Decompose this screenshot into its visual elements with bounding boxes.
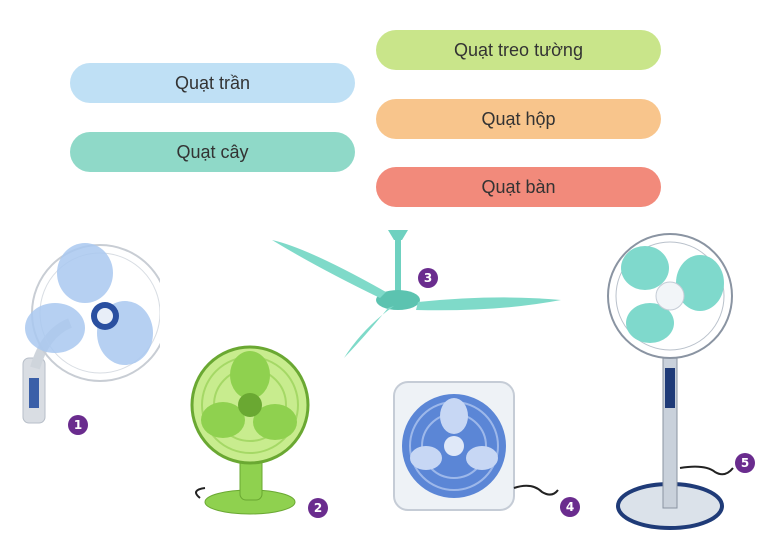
label-stand-fan[interactable]: Quạt cây xyxy=(70,132,355,172)
box-fan-icon[interactable] xyxy=(392,378,567,518)
ceiling-fan-icon[interactable] xyxy=(268,228,568,363)
label-ceiling-fan-text: Quạt trần xyxy=(174,72,251,93)
badge-5: 5 xyxy=(735,453,755,473)
badge-2: 2 xyxy=(308,498,328,518)
label-wall-fan[interactable]: Quạt treo tường xyxy=(376,30,661,70)
label-table-fan[interactable]: Quạt bàn xyxy=(376,167,661,207)
label-table-fan-text: Quạt bàn xyxy=(481,176,556,197)
stand-fan-icon[interactable] xyxy=(595,228,755,533)
label-stand-fan-text: Quạt cây xyxy=(176,141,249,162)
badge-4: 4 xyxy=(560,497,580,517)
badge-3: 3 xyxy=(418,268,438,288)
label-wall-fan-text: Quạt treo tường xyxy=(454,39,583,60)
label-ceiling-fan[interactable]: Quạt trần xyxy=(70,63,355,103)
badge-1: 1 xyxy=(68,415,88,435)
label-box-fan-text: Quạt hộp xyxy=(481,108,556,129)
wall-fan-icon[interactable] xyxy=(15,238,160,428)
label-box-fan[interactable]: Quạt hộp xyxy=(376,99,661,139)
table-fan-icon[interactable] xyxy=(185,340,325,520)
